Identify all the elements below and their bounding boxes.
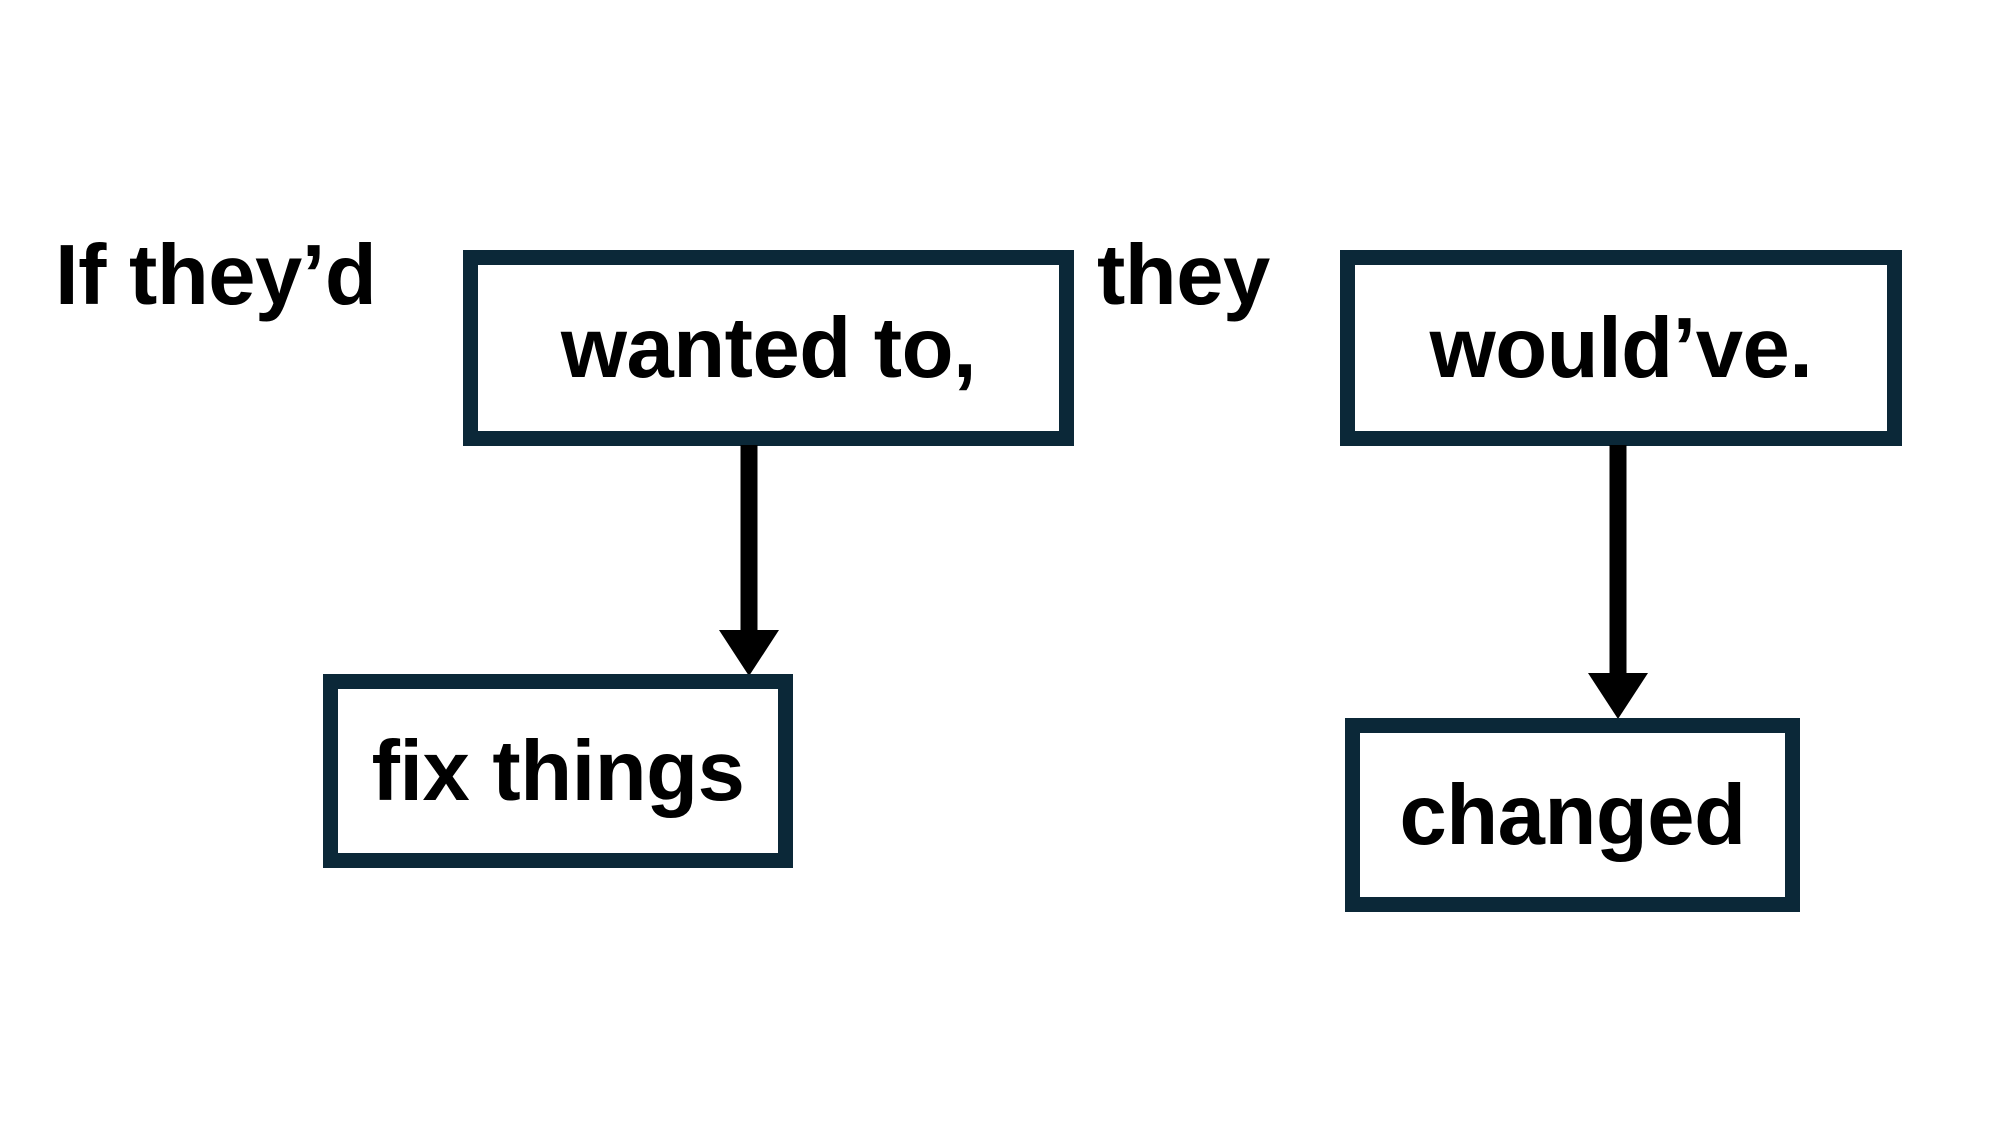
box-fix-things[interactable]: fix things <box>323 674 793 868</box>
box-fix-things-label: fix things <box>371 723 745 819</box>
box-changed-label: changed <box>1399 767 1746 863</box>
arrow-stem <box>740 445 758 635</box>
arrow-wanted-to-fix-things <box>719 445 779 676</box>
box-wanted-to[interactable]: wanted to, <box>463 250 1074 446</box>
arrow-wouldve-changed <box>1588 445 1648 719</box>
arrow-head-icon <box>719 630 779 676</box>
arrow-head-icon <box>1588 673 1648 719</box>
box-changed[interactable]: changed <box>1345 718 1800 912</box>
box-wanted-to-label: wanted to, <box>560 300 977 396</box>
text-fragment-they: they <box>1097 228 1270 323</box>
box-wouldve-label: would’ve. <box>1429 300 1813 396</box>
text-fragment-if-theyd: If they’d <box>55 228 377 323</box>
arrow-stem <box>1609 445 1627 678</box>
box-wouldve[interactable]: would’ve. <box>1340 250 1902 446</box>
